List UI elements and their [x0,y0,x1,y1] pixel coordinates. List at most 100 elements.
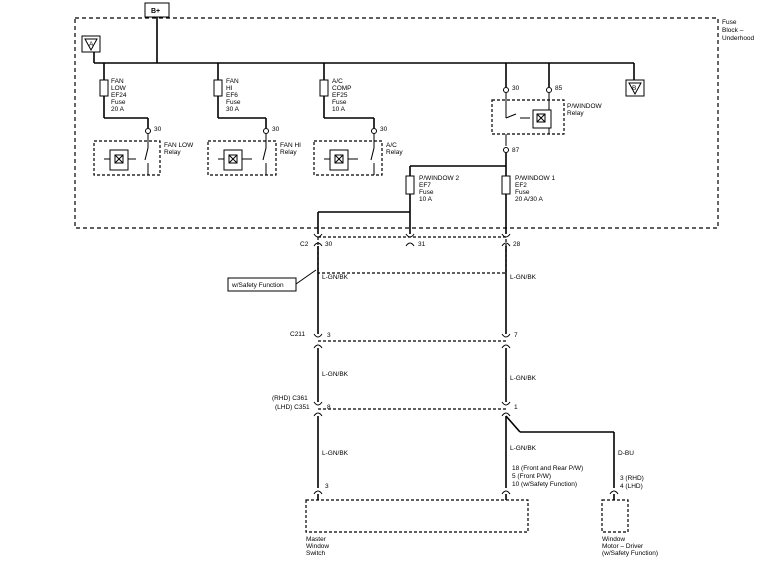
svg-text:30: 30 [154,126,162,133]
wire-label-left-3: L-GN/BK [322,450,349,457]
svg-text:FAN: FAN [226,78,239,85]
svg-text:FAN LOW: FAN LOW [164,142,194,149]
safety-function-region [317,236,507,274]
svg-text:Fuse: Fuse [226,99,241,106]
window-motor-driver [601,499,629,533]
wire-label-left-2: L-GN/BK [322,371,349,378]
svg-text:30: 30 [512,85,520,92]
master-pin-note: 3 [325,483,329,490]
svg-text:20 A/30 A: 20 A/30 A [515,196,543,203]
svg-text:P/WINDOW 2: P/WINDOW 2 [419,175,459,182]
master-window-switch [305,499,529,533]
svg-text:Fuse: Fuse [111,99,126,106]
svg-text:Master: Master [306,536,327,543]
fuse-fan-low [99,79,109,97]
svg-text:30: 30 [380,126,388,133]
marker-b-box [625,79,645,97]
svg-text:COMP: COMP [332,85,352,92]
svg-text:10 A: 10 A [332,106,346,113]
marker-a-box [81,35,101,53]
svg-text:Window: Window [602,536,625,543]
safety-function-label: w/Safety Function [227,269,317,292]
svg-text:7: 7 [514,332,518,339]
connector-c2: C2 30 31 28 [300,233,521,248]
svg-text:(w/Safety Function): (w/Safety Function) [602,550,658,557]
svg-text:18 (Front and Rear P/W): 18 (Front and Rear P/W) [512,465,583,472]
svg-text:Fuse: Fuse [515,189,530,196]
connector-c211: C211 3 7 [290,331,518,349]
wire-label-right-3: L-GN/BK [510,445,537,452]
wire-label-left-1: L-GN/BK [322,274,349,281]
svg-text:A/C: A/C [386,142,397,149]
fuse-pwindow-1 [501,175,511,195]
svg-text:EF24: EF24 [111,92,127,99]
svg-text:FAN HI: FAN HI [280,142,301,149]
svg-text:3 (RHD): 3 (RHD) [620,475,644,482]
fuse-fan-hi-label: FAN HI EF6 Fuse 30 A [226,78,241,113]
relay-fan-hi: 30 FAN HI Relay [207,126,301,176]
svg-text:4 (LHD): 4 (LHD) [620,483,643,490]
svg-text:C2: C2 [300,241,309,248]
svg-text:Fuse: Fuse [332,99,347,106]
svg-text:FAN: FAN [111,78,124,85]
connector-c361: (RHD) C361 (LHD) C351 8 1 [272,395,518,417]
svg-text:20 A: 20 A [111,106,125,113]
svg-text:EF25: EF25 [332,92,348,99]
svg-text:3: 3 [327,332,331,339]
svg-text:EF6: EF6 [226,92,238,99]
svg-text:Relay: Relay [567,110,584,117]
pwindow-relay: 30 85 87 P/WINDOW Relay [491,85,603,154]
svg-text:EF2: EF2 [515,182,527,189]
wire-label-dbu: D-BU [618,450,634,457]
svg-text:Block –: Block – [722,27,744,34]
svg-text:3: 3 [325,483,329,490]
fuse-ac-comp [319,79,329,97]
svg-text:A/C: A/C [332,78,343,85]
svg-text:30 A: 30 A [226,106,240,113]
svg-text:10 A: 10 A [419,196,433,203]
svg-text:8: 8 [327,404,331,411]
svg-text:Relay: Relay [164,149,181,156]
svg-text:w/Safety Function: w/Safety Function [231,282,284,289]
battery-label: B+ [151,8,160,15]
svg-text:EF7: EF7 [419,182,431,189]
svg-text:5 (Front P/W): 5 (Front P/W) [512,473,551,480]
fuse-block-outline [74,17,719,229]
svg-text:P/WINDOW 1: P/WINDOW 1 [515,175,555,182]
svg-text:1: 1 [514,404,518,411]
svg-text:Motor – Driver: Motor – Driver [602,543,644,550]
fuse-pwindow-2 [405,175,415,195]
svg-text:31: 31 [418,241,426,248]
window-motor-driver-label: Window Motor – Driver (w/Safety Function… [602,536,658,557]
svg-text:87: 87 [512,147,520,154]
svg-text:(LHD) C351: (LHD) C351 [275,404,310,411]
marker-a-label: A [89,41,94,48]
svg-text:(RHD) C361: (RHD) C361 [272,395,308,402]
svg-text:28: 28 [513,241,521,248]
fuse-fan-hi [213,79,223,97]
svg-text:Relay: Relay [386,149,403,156]
svg-text:HI: HI [226,85,233,92]
relay-ac: 30 A/C Relay [313,126,403,176]
svg-text:85: 85 [555,85,563,92]
svg-text:Window: Window [306,543,329,550]
wire-label-right-2: L-GN/BK [510,375,537,382]
svg-text:Fuse: Fuse [722,19,737,26]
fuse-pwindow-2-label: P/WINDOW 2 EF7 Fuse 10 A [419,175,459,203]
motor-pin-notes: 18 (Front and Rear P/W) 5 (Front P/W) 10… [512,465,583,488]
driver-pin-notes: 3 (RHD) 4 (LHD) [620,475,644,490]
fuse-block-label: Fuse Block – Underhood [722,19,755,42]
svg-text:LOW: LOW [111,85,127,92]
svg-text:Fuse: Fuse [419,189,434,196]
relay-fan-low: 30 FAN LOW Relay [93,126,194,176]
svg-text:10 (w/Safety Function): 10 (w/Safety Function) [512,481,577,488]
fuse-pwindow-1-label: P/WINDOW 1 EF2 Fuse 20 A/30 A [515,175,555,203]
svg-text:30: 30 [325,241,333,248]
svg-text:C211: C211 [290,331,305,338]
master-window-switch-label: Master Window Switch [306,536,329,557]
svg-text:30: 30 [272,126,280,133]
svg-text:Underhood: Underhood [722,35,755,42]
marker-b-label: B [632,85,636,92]
svg-text:Switch: Switch [306,550,326,557]
